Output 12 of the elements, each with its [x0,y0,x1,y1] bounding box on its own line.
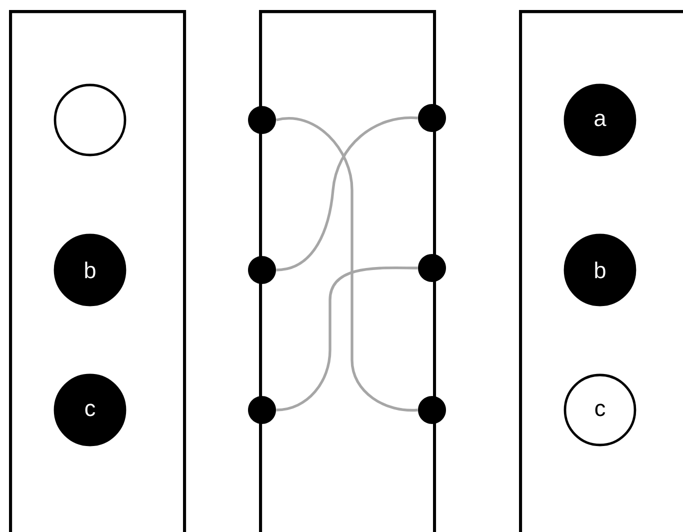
circle [54,84,126,156]
wire [276,266,418,412]
panel [519,10,683,532]
connector-dot [418,254,446,282]
wire [276,117,418,412]
panel [9,10,186,532]
connector-dot [418,396,446,424]
connector-dot [248,396,276,424]
wire [276,116,418,272]
connector-dot [248,106,276,134]
connector-dot [248,256,276,284]
connector-dot [418,104,446,132]
